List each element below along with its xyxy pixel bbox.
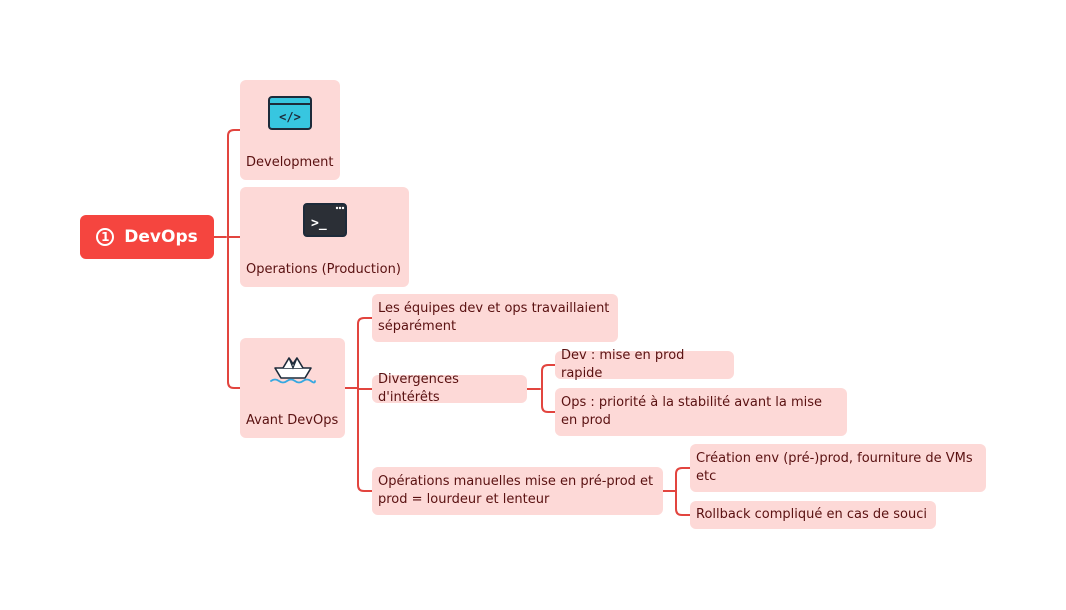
node-operations[interactable]: >_ Operations (Production) [240, 187, 409, 287]
svg-text:>_: >_ [311, 216, 327, 231]
env-creation-text: Création env (pré-)prod, fourniture de V… [696, 451, 973, 484]
node-separate-teams[interactable]: Les équipes dev et ops travaillaient sép… [372, 294, 618, 342]
root-node-devops[interactable]: 1 DevOps [80, 215, 214, 259]
node-manual-operations[interactable]: Opérations manuelles mise en pré-prod et… [372, 467, 663, 515]
node-dev-fast[interactable]: Dev : mise en prod rapide [555, 348, 734, 381]
node-env-creation[interactable]: Création env (pré-)prod, fourniture de V… [690, 444, 986, 492]
code-window-icon: </> [240, 96, 340, 136]
paper-boat-icon [240, 354, 345, 394]
root-label: DevOps [124, 227, 198, 247]
node-ops-stability[interactable]: Ops : priorité à la stabilité avant la m… [555, 388, 847, 436]
avant-devops-label: Avant DevOps [246, 413, 339, 428]
separate-teams-text: Les équipes dev et ops travaillaient sép… [378, 301, 610, 334]
node-avant-devops[interactable]: Avant DevOps [240, 338, 345, 438]
node-rollback[interactable]: Rollback compliqué en cas de souci [690, 501, 936, 529]
node-divergences[interactable]: Divergences d'intérêts [372, 372, 527, 405]
ops-stability-text: Ops : priorité à la stabilité avant la m… [561, 395, 823, 428]
node-development[interactable]: </> Development [240, 80, 340, 180]
svg-text:</>: </> [279, 110, 301, 124]
rollback-text: Rollback compliqué en cas de souci [696, 507, 928, 522]
manual-operations-text: Opérations manuelles mise en pré-prod et… [378, 474, 654, 507]
number-badge: 1 [96, 228, 115, 246]
dev-fast-text: Dev : mise en prod rapide [561, 348, 685, 381]
terminal-icon: >_ [240, 203, 409, 243]
operations-label: Operations (Production) [246, 262, 401, 277]
development-label: Development [246, 155, 334, 170]
divergences-text: Divergences d'intérêts [378, 372, 459, 405]
